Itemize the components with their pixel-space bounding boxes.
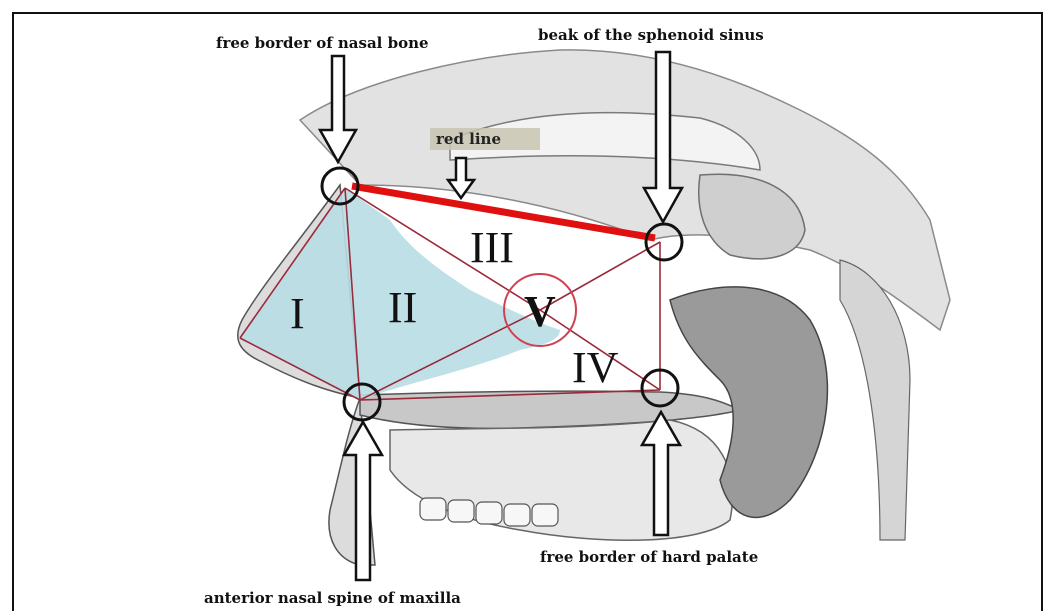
label-nasal-bone: free border of nasal bone [216,34,429,52]
line-v-sphenoid [540,242,660,310]
region-label-iv: IV [572,343,619,392]
oral-cavity [390,420,733,540]
region-label-iii: III [470,223,514,272]
region-label-ii: II [388,283,417,332]
posterior-pharyngeal-wall [840,260,910,540]
label-sphenoid: beak of the sphenoid sinus [538,26,764,44]
region-label-i: I [290,289,305,338]
label-hard-palate: free border of hard palate [540,548,758,566]
label-nasal-spine: anterior nasal spine of maxilla [204,589,461,607]
label-red-line: red line [436,130,501,148]
region-label-v: V [524,287,556,336]
